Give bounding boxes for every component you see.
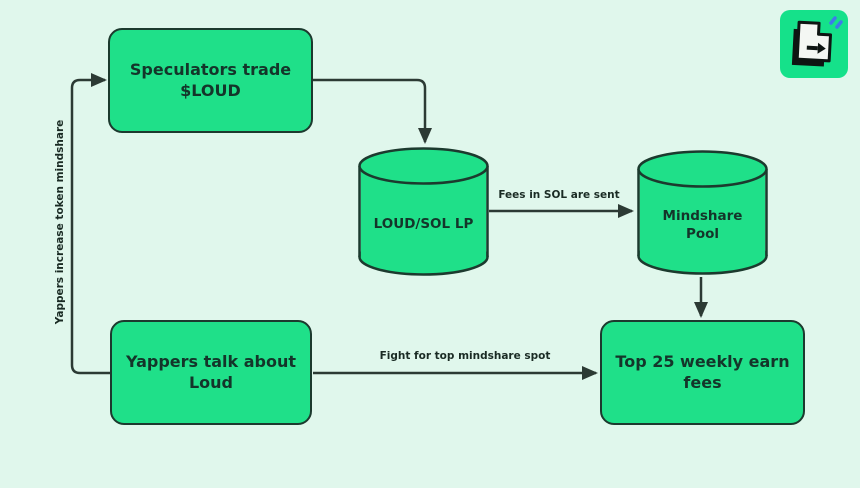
cylinder-shape [637,150,768,275]
node-label: Yappers talk about Loud [125,351,297,392]
key-face [795,20,833,63]
node-mindshare-pool-cylinder: Mindshare Pool [637,150,768,276]
edge-label-fees-in-sol: Fees in SOL are sent [498,189,620,201]
spark-dashes-icon [829,16,843,29]
node-label: LOUD/SOL LP [373,216,474,233]
arrow-head [817,42,826,54]
node-top-25-weekly-earn-fees: Top 25 weekly earn fees [600,320,805,425]
node-label: Mindshare Pool [662,208,743,242]
enter-key-arrow-icon [791,16,843,67]
node-loud-sol-lp-cylinder: LOUD/SOL LP [358,147,489,277]
edge-yappers-to-speculators [70,73,110,375]
arrow-shaft [806,45,818,51]
cylinder-shape [358,147,489,276]
node-speculators-trade-loud: Speculators trade $LOUD [108,28,313,133]
edge-label-yappers-increase-mindshare: Yappers increase token mindshare [54,119,66,325]
edge-label-fight-for-mindshare: Fight for top mindshare spot [379,350,551,362]
node-label: Speculators trade $LOUD [129,59,292,100]
loud-logo [780,10,848,78]
edge-speculators-to-lp [313,78,432,144]
node-label: Top 25 weekly earn fees [615,351,790,392]
node-yappers-talk-about-loud: Yappers talk about Loud [110,320,312,425]
